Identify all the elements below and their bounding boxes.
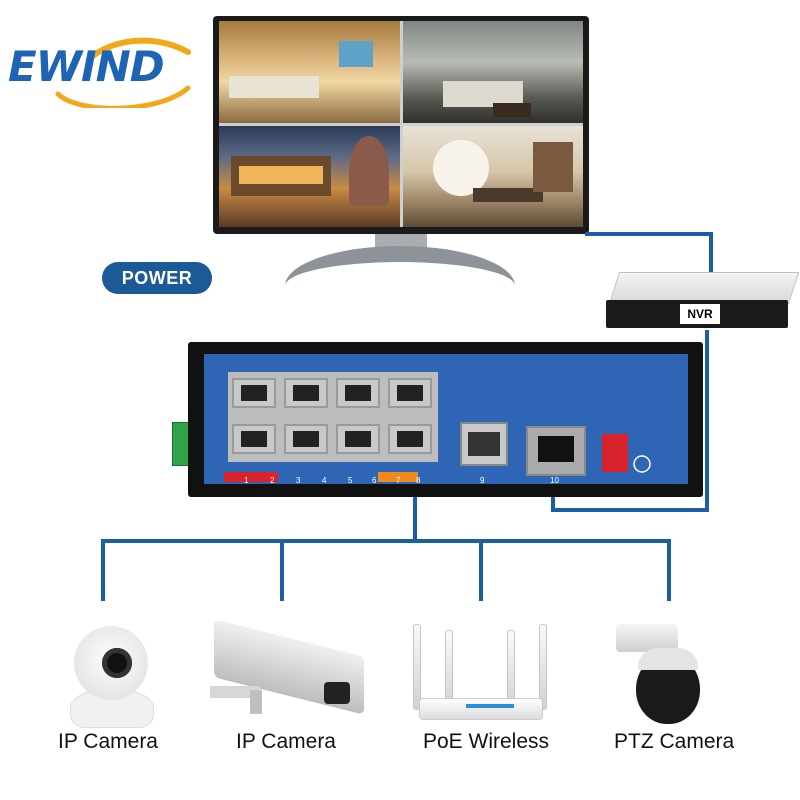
port-1	[232, 378, 276, 408]
monitor	[213, 16, 589, 234]
line-drop-3	[479, 539, 483, 601]
sfp-port-10	[526, 426, 586, 476]
port-9-uplink	[460, 422, 508, 466]
dip-switch	[602, 434, 628, 472]
port-4	[284, 424, 328, 454]
line-nvr-v	[705, 330, 709, 512]
logo-text: EWIND	[8, 42, 165, 91]
device-label-ptz-camera: PTZ Camera	[614, 730, 735, 753]
port-number-1: 1	[244, 476, 249, 485]
line-drop-4	[667, 539, 671, 601]
port-number-6: 6	[372, 476, 377, 485]
monitor-screen	[219, 21, 583, 227]
screen-view-lounge	[402, 21, 583, 123]
power-label: POWER	[102, 262, 212, 294]
device-label-ip-camera-1: IP Camera	[58, 730, 158, 753]
nvr-device: NVR	[606, 272, 800, 330]
port-3	[284, 378, 328, 408]
device-label-ip-camera-2: IP Camera	[236, 730, 336, 753]
screen-view-living-room	[219, 21, 400, 123]
line-drop-2	[280, 539, 284, 601]
nvr-label: NVR	[680, 304, 720, 324]
port-number-5: 5	[348, 476, 353, 485]
screen-view-building	[219, 125, 400, 227]
line-monitor-v	[709, 232, 713, 276]
monitor-stand-base	[285, 246, 515, 286]
line-drop-1	[101, 539, 105, 601]
port-number-4: 4	[322, 476, 327, 485]
screen-view-dining	[402, 125, 583, 227]
nvr-front: NVR	[606, 300, 788, 328]
line-bus	[101, 539, 671, 543]
port-number-10: 10	[550, 476, 559, 485]
port-number-8: 8	[416, 476, 421, 485]
rj45-port-group	[228, 372, 438, 462]
switch-panel: 1 2 3 4 5 6 7 8 9 10	[204, 354, 688, 485]
line-sfp-v	[551, 486, 555, 510]
port-6	[336, 424, 380, 454]
cloud-logo-icon	[633, 455, 651, 473]
device-label-poe-wireless: PoE Wireless	[423, 730, 550, 753]
port-number-strip-mid	[278, 472, 378, 482]
ip-camera-dome-image	[68, 626, 154, 728]
poe-switch: 1 2 3 4 5 6 7 8 9 10	[188, 342, 703, 497]
line-monitor-h	[585, 232, 713, 236]
ptz-camera-image	[610, 624, 700, 724]
line-nvr-h	[551, 508, 709, 512]
port-number-9: 9	[480, 476, 485, 485]
port-number-strip	[224, 472, 278, 482]
port-number-strip-orange	[378, 472, 418, 482]
port-2	[232, 424, 276, 454]
ip-camera-bullet-image	[204, 619, 364, 725]
port-8	[388, 424, 432, 454]
logo-arc-icon	[55, 37, 191, 108]
poe-wireless-router-image	[405, 624, 553, 728]
port-7	[388, 378, 432, 408]
line-switch-down	[413, 497, 417, 541]
brand-logo: EWIND	[8, 28, 208, 108]
port-5	[336, 378, 380, 408]
port-number-7: 7	[396, 476, 401, 485]
port-number-2: 2	[270, 476, 275, 485]
port-number-3: 3	[296, 476, 301, 485]
